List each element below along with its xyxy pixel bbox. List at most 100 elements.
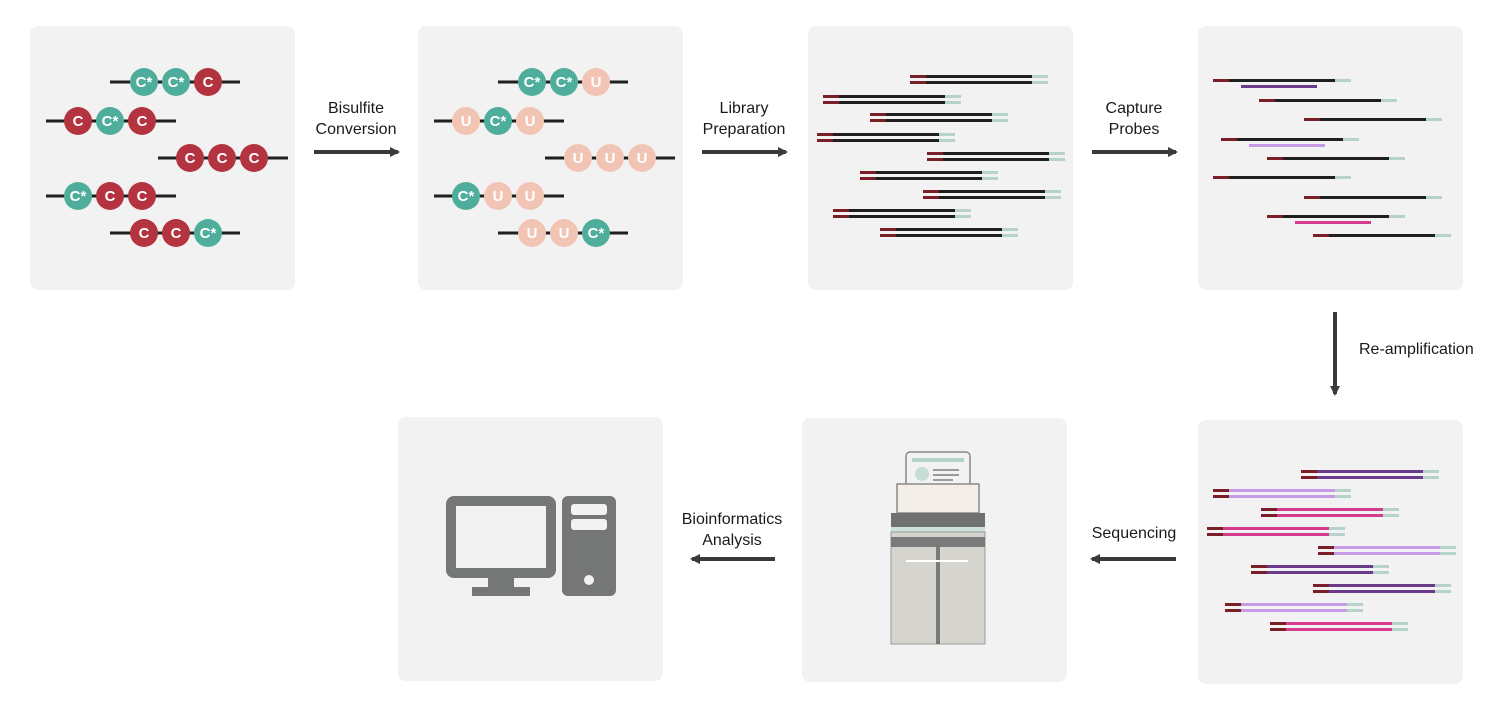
adapter-segment (1435, 584, 1451, 587)
adapter-segment (1381, 99, 1397, 102)
methylated-c-node (64, 182, 92, 210)
svg-text:C: C (171, 225, 182, 242)
adapter-segment (1435, 590, 1451, 593)
svg-text:C: C (185, 150, 196, 167)
svg-text:U: U (573, 150, 584, 167)
adapter-segment (1335, 489, 1351, 492)
cytosine-node (208, 144, 236, 172)
uracil-node (550, 219, 578, 247)
cytosine-node (176, 144, 204, 172)
adapter-segment (1002, 234, 1018, 237)
svg-text:C*: C* (524, 74, 541, 91)
read-segment (876, 177, 982, 180)
probe-segment (1241, 85, 1317, 88)
adapter-segment (870, 113, 886, 116)
svg-text:C*: C* (588, 225, 605, 242)
cytosine-node (194, 68, 222, 96)
adapter-segment (1313, 584, 1329, 587)
read-segment (833, 133, 939, 136)
adapter-segment (860, 171, 876, 174)
genomic-dna-strands: C* C* C C C* C C C C C* C C C C C* (46, 68, 288, 247)
read-segment (1275, 99, 1381, 102)
cytosine-node (130, 219, 158, 247)
label-capture-2: Probes (1109, 121, 1160, 138)
adapter-segment (1347, 603, 1363, 606)
svg-text:C: C (203, 74, 214, 91)
read-segment (1329, 590, 1435, 593)
uracil-node (582, 68, 610, 96)
adapter-segment (1440, 552, 1456, 555)
methylated-c-node (96, 107, 124, 135)
methylated-c-node (162, 68, 190, 96)
adapter-segment (1383, 514, 1399, 517)
uracil-node (628, 144, 656, 172)
read-segment (1334, 552, 1440, 555)
adapter-segment (1213, 79, 1229, 82)
read-segment (1317, 470, 1423, 473)
adapter-segment (923, 190, 939, 193)
methylated-c-node (130, 68, 158, 96)
adapter-segment (1221, 138, 1237, 141)
uracil-node (452, 107, 480, 135)
label-reamplification: Re-amplification (1359, 341, 1474, 358)
adapter-segment (1440, 546, 1456, 549)
adapter-segment (1002, 228, 1018, 231)
sequencer-icon (890, 451, 986, 645)
adapter-segment (1049, 158, 1065, 161)
methylated-c-node (518, 68, 546, 96)
adapter-segment (1270, 628, 1286, 631)
read-segment (1283, 215, 1389, 218)
adapter-segment (1213, 495, 1229, 498)
adapter-segment (1373, 565, 1389, 568)
read-segment (1329, 584, 1435, 587)
read-segment (1286, 622, 1392, 625)
cytosine-node (240, 144, 268, 172)
read-segment (1229, 79, 1335, 82)
adapter-segment (1304, 118, 1320, 121)
svg-text:C*: C* (136, 74, 153, 91)
adapter-segment (992, 113, 1008, 116)
read-segment (1320, 118, 1426, 121)
adapter-segment (1261, 514, 1277, 517)
adapter-segment (1318, 546, 1334, 549)
adapter-segment (880, 234, 896, 237)
read-segment (839, 95, 945, 98)
read-segment (1267, 571, 1373, 574)
svg-text:C: C (217, 150, 228, 167)
adapter-segment (1423, 476, 1439, 479)
methylated-c-node (582, 219, 610, 247)
probe-segment (1295, 221, 1371, 224)
adapter-segment (1213, 176, 1229, 179)
adapter-segment (1426, 196, 1442, 199)
adapter-segment (1301, 470, 1317, 473)
read-segment (1237, 138, 1343, 141)
converted-dna-strands: C* C* U U C* U U U U C* U U U U C* (434, 68, 675, 247)
read-segment (833, 139, 939, 142)
cytosine-node (96, 182, 124, 210)
read-segment (1229, 176, 1335, 179)
label-sequencing: Sequencing (1092, 525, 1177, 542)
label-library-1: Library (720, 100, 769, 117)
label-bioinformatics-2: Analysis (702, 532, 762, 549)
adapter-segment (1389, 157, 1405, 160)
adapter-segment (1251, 565, 1267, 568)
read-segment (943, 152, 1049, 155)
cytosine-node (128, 182, 156, 210)
read-segment (1223, 533, 1329, 536)
adapter-segment (1213, 489, 1229, 492)
label-library-2: Preparation (703, 121, 786, 138)
label-bisulfite-1: Bisulfite (328, 100, 384, 117)
svg-text:C*: C* (556, 74, 573, 91)
label-capture-1: Capture (1106, 100, 1163, 117)
adapter-segment (1392, 628, 1408, 631)
adapter-segment (1383, 508, 1399, 511)
adapter-segment (1207, 527, 1223, 530)
adapter-segment (945, 101, 961, 104)
read-segment (1267, 565, 1373, 568)
adapter-segment (982, 177, 998, 180)
read-segment (1334, 546, 1440, 549)
adapter-segment (910, 81, 926, 84)
adapter-segment (939, 133, 955, 136)
uracil-node (564, 144, 592, 172)
